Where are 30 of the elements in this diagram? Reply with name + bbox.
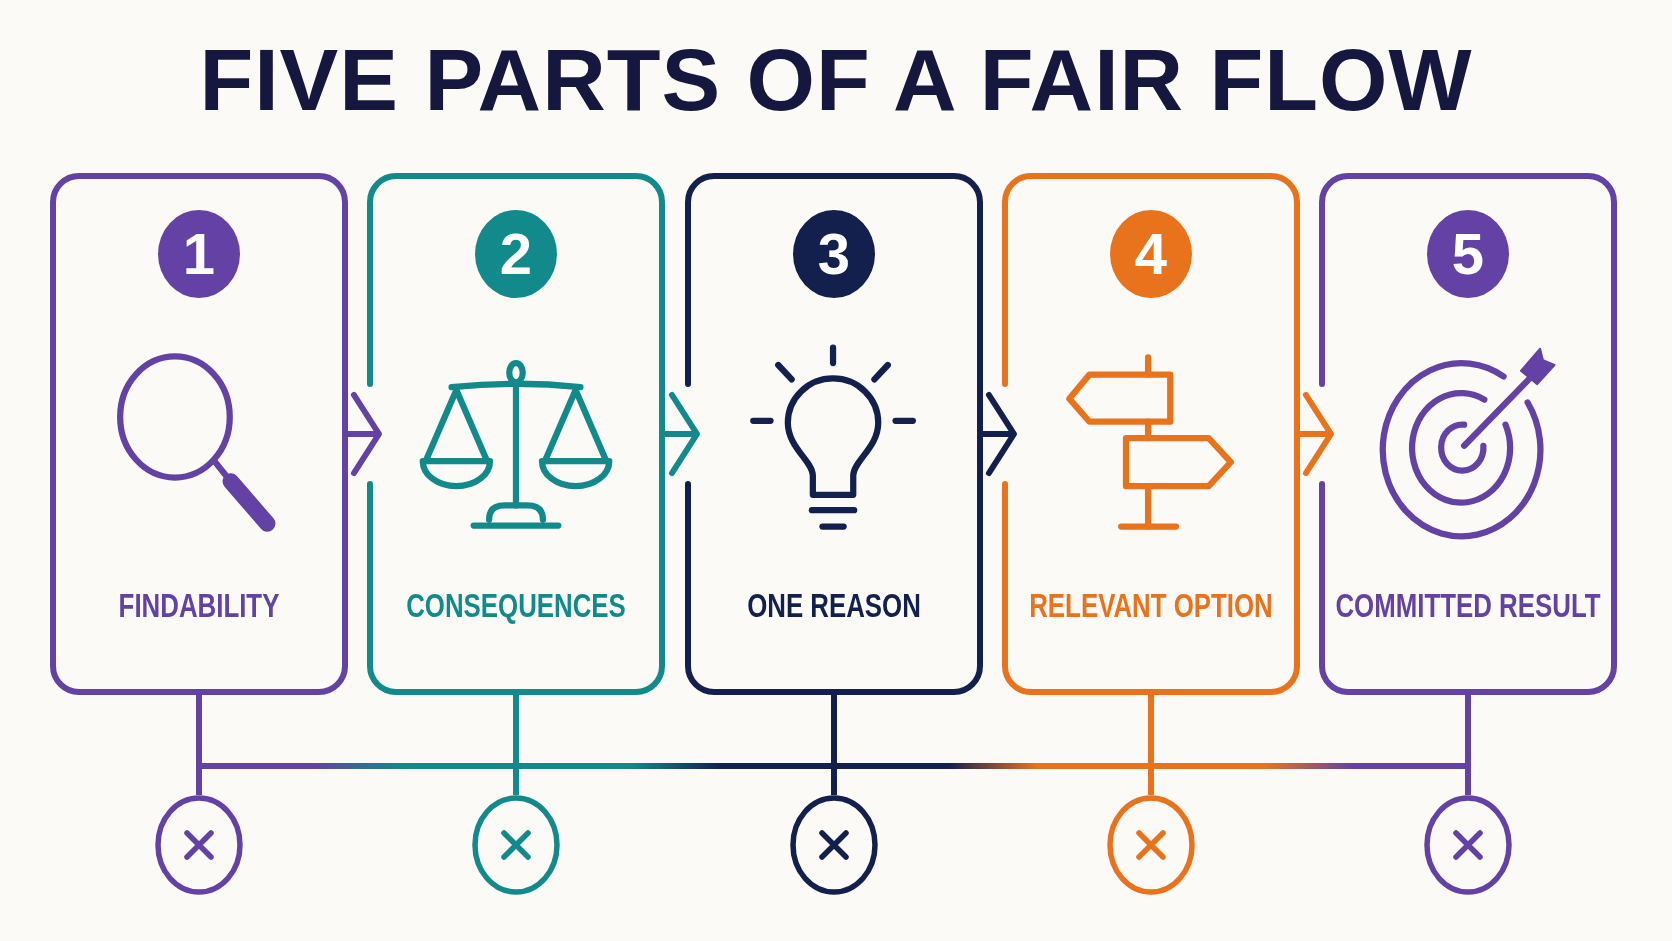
chevron-arrow [1300,392,1334,476]
connector-line [1148,695,1154,795]
step-number-badge: 4 [1110,210,1192,298]
connector-line [1465,695,1471,795]
step-label: COMMITTED RESULT [1335,585,1601,625]
step-number-badge: 1 [158,210,240,298]
step-label: ONE REASON [747,585,921,625]
step-label: FINDABILITY [118,585,280,625]
chevron-arrow [983,392,1017,476]
connector-line [513,695,519,795]
connector-line [831,695,837,795]
step-card [1002,173,1300,695]
step-number-badge: 2 [475,210,557,298]
step-card [50,173,348,695]
step-card [685,173,983,695]
circle-node [1424,795,1512,895]
circle-node [472,795,560,895]
connector-line [196,695,202,795]
circle-node [155,795,243,895]
step-label: RELEVANT OPTION [1029,585,1273,625]
circle-node [1107,795,1195,895]
step-card [1319,173,1617,695]
step-number-badge: 3 [793,210,875,298]
circle-node [790,795,878,895]
step-number-badge: 5 [1427,210,1509,298]
chevron-arrow [348,392,382,476]
title: FIVE PARTS OF A FAIR FLOW [199,36,1473,124]
step-card [367,173,665,695]
step-label: CONSEQUENCES [406,585,626,625]
chevron-arrow [665,392,700,476]
